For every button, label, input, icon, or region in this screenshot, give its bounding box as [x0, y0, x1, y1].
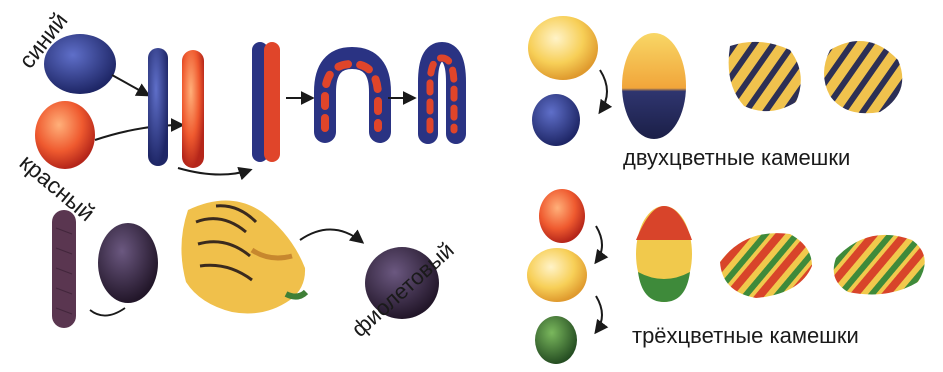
arrow-rolls-to-joined	[178, 168, 250, 175]
violet-mixing-steps: фиолетовый	[52, 200, 459, 341]
blue-clay-roll	[148, 48, 168, 166]
arrow-two-color-join	[600, 70, 607, 112]
blue-red-mixing-steps: синий красный	[13, 8, 456, 227]
yellow-clay-ball-small	[527, 248, 587, 302]
two-color-pebbles-section: двухцветные камешки	[528, 16, 902, 170]
arrow-red-to-roll	[95, 125, 182, 140]
arrow-three-color-join-2	[596, 296, 602, 332]
arrow-blue-to-roll	[112, 75, 148, 95]
mixed-clay-roll	[52, 210, 76, 328]
yellow-clay-ball	[528, 16, 598, 80]
three-color-pebble-striped	[720, 233, 812, 298]
label-two-color-pebbles: двухцветные камешки	[623, 145, 850, 170]
three-color-pebble-stacked	[636, 206, 692, 302]
bent-twisted-roll	[325, 58, 380, 132]
red-clay-ball-small	[539, 189, 585, 243]
hand-kneading-icon	[181, 200, 306, 313]
two-color-pebble-swirled	[824, 41, 902, 113]
arrow-three-color-join-1	[596, 226, 602, 262]
arrow-to-violet-ball	[300, 229, 362, 242]
dark-blue-clay-ball	[532, 94, 580, 146]
green-clay-ball	[535, 316, 577, 364]
joined-rolls	[252, 42, 280, 162]
two-color-pebble-marbled	[729, 42, 801, 111]
arrow-mix	[90, 308, 125, 316]
label-three-color-pebbles: трёхцветные камешки	[632, 323, 859, 348]
three-color-pebble-swirled	[834, 235, 925, 295]
violet-partial-ball	[98, 223, 158, 303]
folded-roll	[428, 52, 456, 134]
three-color-pebbles-section: трёхцветные камешки	[527, 189, 925, 364]
two-color-pebble-joined	[622, 33, 686, 139]
red-clay-roll	[182, 50, 204, 168]
blue-clay-ball	[44, 34, 116, 94]
